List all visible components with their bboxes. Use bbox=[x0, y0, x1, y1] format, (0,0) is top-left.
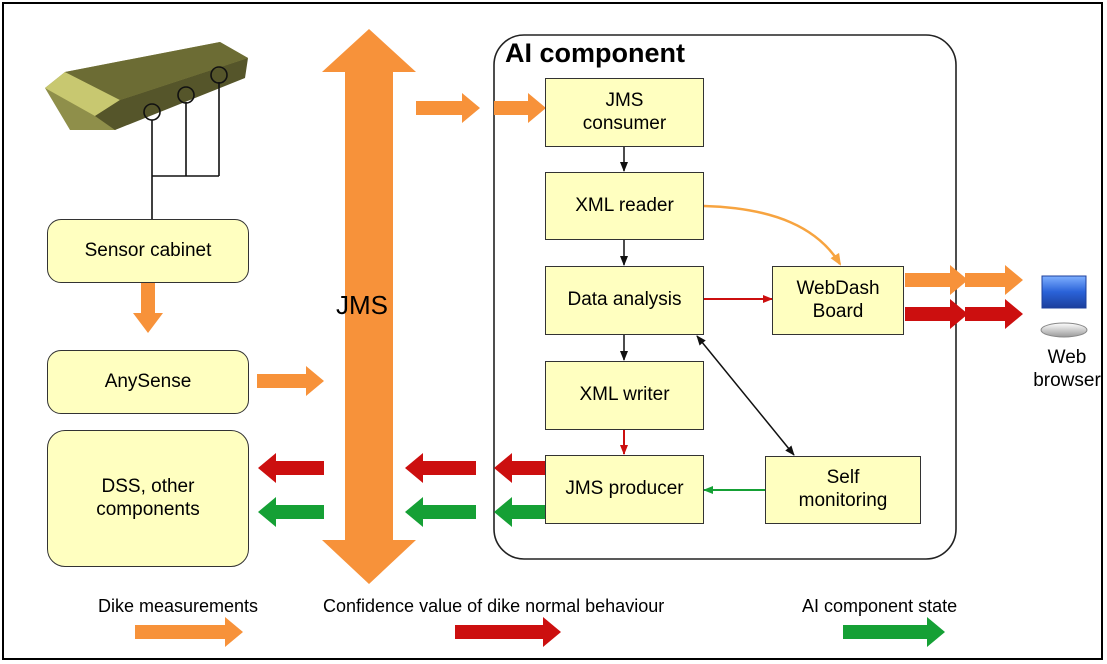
dike-illustration bbox=[45, 42, 248, 130]
xml-reader-box: XML reader bbox=[545, 172, 704, 240]
arrow-analysis-selfmon bbox=[696, 335, 795, 456]
webdash-board-box: WebDash Board bbox=[772, 266, 904, 335]
legend-confidence-label: Confidence value of dike normal behaviou… bbox=[323, 596, 665, 616]
ai-component-title: AI component bbox=[505, 38, 685, 68]
arrow-to-dss-red bbox=[258, 453, 324, 483]
legend-arrow-green bbox=[843, 617, 945, 647]
xml-writer-box: XML writer bbox=[545, 361, 704, 430]
self-monitoring-box: Self monitoring bbox=[765, 456, 921, 524]
legend-arrow-orange bbox=[135, 617, 243, 647]
data-analysis-box: Data analysis bbox=[545, 266, 704, 335]
dss-components-box: DSS, other components bbox=[47, 430, 249, 567]
legend-dike-label: Dike measurements bbox=[98, 596, 259, 616]
arrow-browser-red bbox=[965, 299, 1023, 329]
jms-bus-label: JMS bbox=[336, 290, 388, 320]
arrow-anysense-to-jms bbox=[257, 366, 324, 396]
arrow-sensor-to-anysense bbox=[133, 283, 163, 333]
legend-state-label: AI component state bbox=[802, 596, 958, 616]
sensor-cabinet-box: Sensor cabinet bbox=[47, 219, 249, 283]
arrow-browser-orange bbox=[965, 265, 1023, 295]
legend-arrow-red bbox=[455, 617, 561, 647]
anysense-box: AnySense bbox=[47, 350, 249, 414]
sensor-wires bbox=[143, 66, 228, 220]
arrow-to-dss-green bbox=[258, 497, 324, 527]
arrow-producer-green-1 bbox=[494, 497, 545, 527]
arrow-producer-red-1 bbox=[494, 453, 545, 483]
arrow-jms-to-consumer-1 bbox=[416, 93, 480, 123]
ai-component-container bbox=[493, 34, 957, 560]
web-browser-label: Web browser bbox=[1033, 347, 1101, 391]
jms-consumer-box: JMS consumer bbox=[545, 78, 704, 147]
arrow-reader-to-webdash bbox=[703, 204, 842, 266]
arrow-jms-to-consumer-2 bbox=[494, 93, 546, 123]
arrow-producer-red-2 bbox=[405, 453, 476, 483]
arrow-webdash-red-out bbox=[905, 299, 968, 329]
arrow-producer-green-2 bbox=[405, 497, 476, 527]
jms-bus-arrow bbox=[322, 29, 416, 584]
arrow-webdash-orange-out bbox=[905, 265, 968, 295]
jms-producer-box: JMS producer bbox=[545, 455, 704, 524]
web-browser-icon bbox=[1040, 275, 1088, 338]
